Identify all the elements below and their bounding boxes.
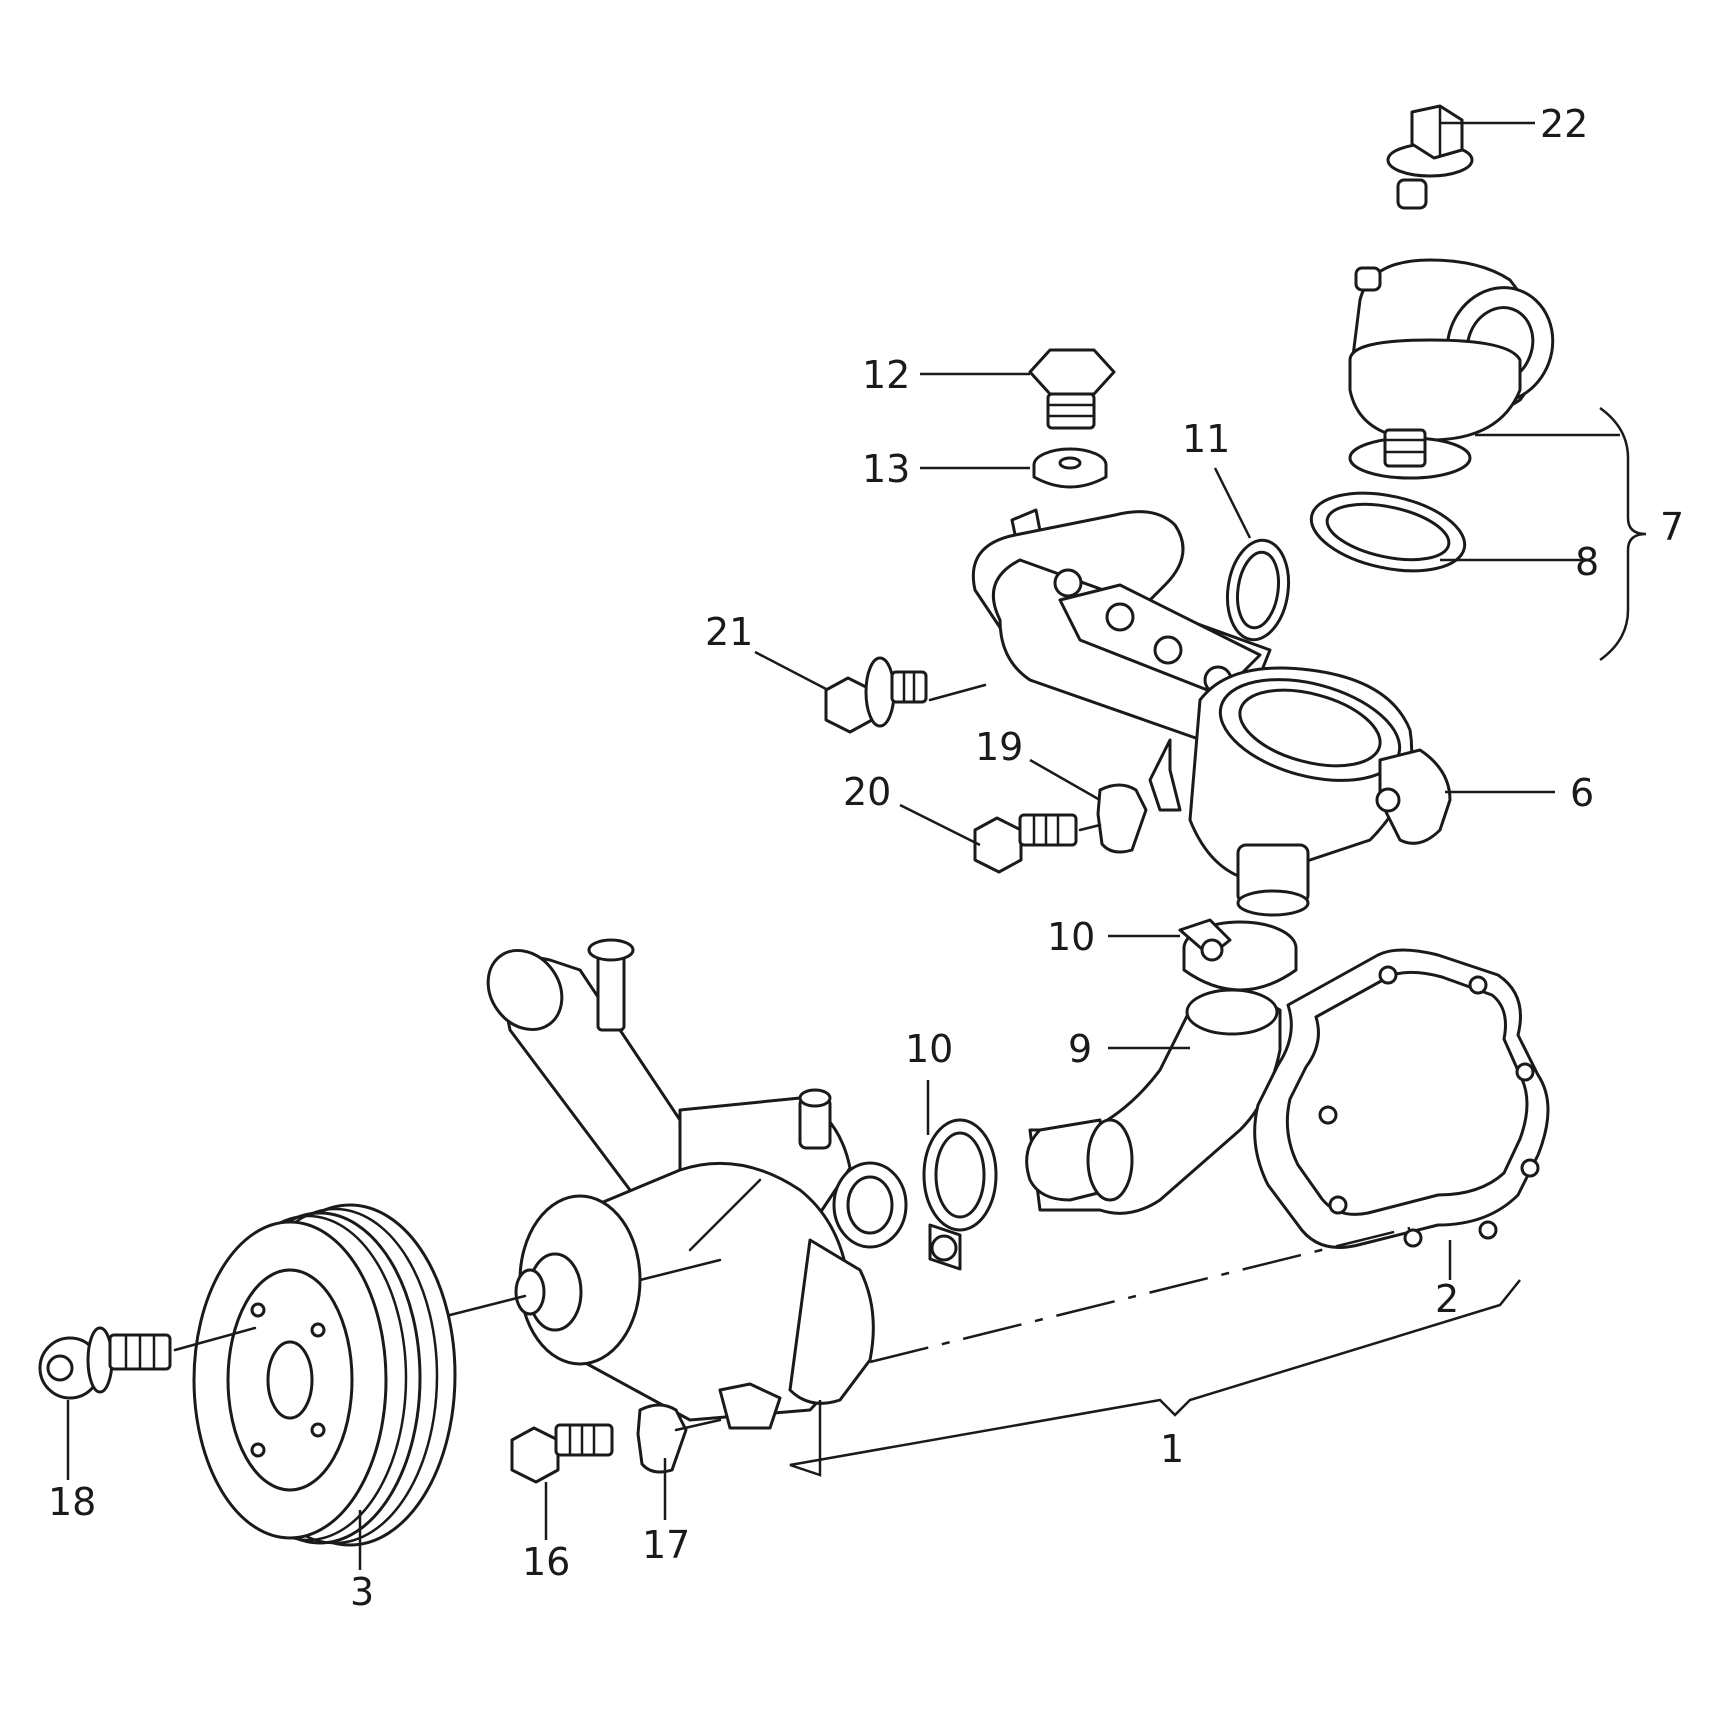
part-8-sealing-ring xyxy=(1309,491,1467,573)
part-9-coolant-hose xyxy=(1025,988,1282,1215)
label-21: 21 xyxy=(705,610,753,654)
label-17: 17 xyxy=(642,1523,690,1567)
label-20: 20 xyxy=(843,770,891,814)
part-10-hose-clamp-lower xyxy=(922,1118,998,1271)
label-22: 22 xyxy=(1540,102,1588,146)
leader-lines xyxy=(66,121,1647,1570)
label-1: 1 xyxy=(1160,1427,1184,1471)
label-16: 16 xyxy=(522,1540,570,1584)
part-19-clip xyxy=(1096,783,1148,854)
label-8: 8 xyxy=(1575,540,1599,584)
part-16-bolt xyxy=(510,1423,614,1484)
label-11: 11 xyxy=(1182,417,1230,461)
part-18-bolt xyxy=(38,1326,172,1400)
assembly-axis-lines xyxy=(173,683,1411,1432)
part-labels: 22 12 13 11 7 8 21 19 20 6 10 9 10 2 1 1… xyxy=(48,102,1684,1614)
part-13-seal xyxy=(1032,447,1108,489)
part-2-gasket xyxy=(1253,948,1550,1249)
part-17-clip xyxy=(636,1403,688,1474)
part-1-water-pump xyxy=(486,938,908,1430)
label-10-upper: 10 xyxy=(1047,915,1095,959)
label-18: 18 xyxy=(48,1480,96,1524)
label-2: 2 xyxy=(1435,1277,1459,1321)
part-21-bolt xyxy=(824,656,928,734)
label-3: 3 xyxy=(350,1570,374,1614)
part-22-bolt xyxy=(1386,104,1474,210)
part-20-bolt xyxy=(973,813,1078,874)
label-6: 6 xyxy=(1570,771,1594,815)
part-10-hose-clamp-upper xyxy=(1178,918,1298,992)
part-7-thermostat-housing xyxy=(1348,258,1555,480)
part-6-coolant-flange xyxy=(971,508,1452,917)
part-11-o-ring xyxy=(1225,538,1291,642)
part-3-pulley xyxy=(192,1203,457,1547)
label-10-lower: 10 xyxy=(905,1027,953,1071)
part-12-screw-plug xyxy=(1028,348,1116,430)
label-12: 12 xyxy=(862,353,910,397)
label-9: 9 xyxy=(1068,1027,1092,1071)
label-19: 19 xyxy=(975,725,1023,769)
label-7: 7 xyxy=(1660,505,1684,549)
label-13: 13 xyxy=(862,447,910,491)
